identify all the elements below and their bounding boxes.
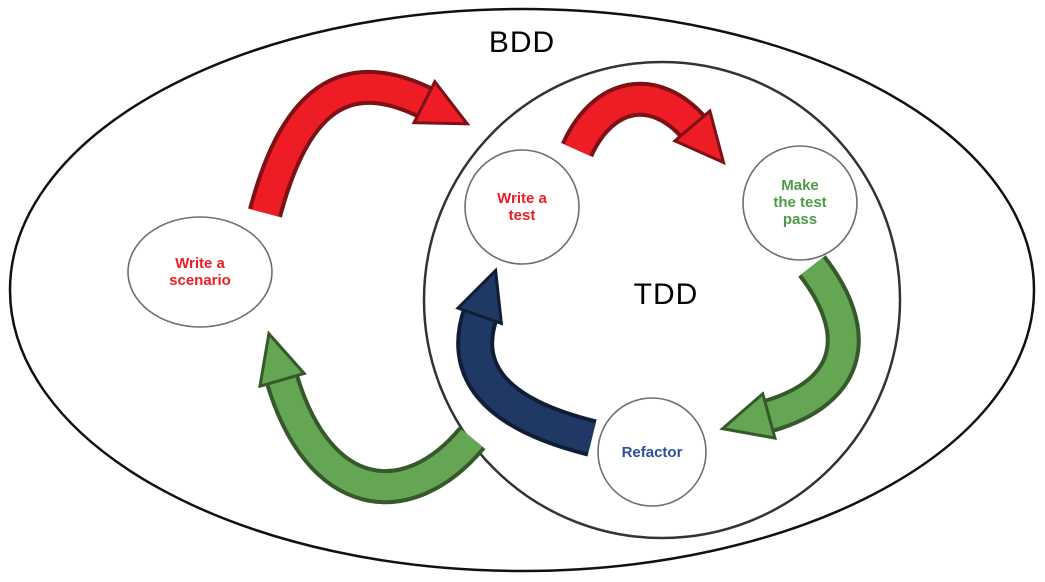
- node-circle-write-scenario: [127, 216, 273, 328]
- arrow-scenario-to-write-test: [248, 70, 471, 218]
- node-circle-make-test-pass: [742, 145, 858, 261]
- arrow-body: [251, 74, 471, 217]
- arrow-body: [455, 267, 596, 453]
- arrow-body: [719, 257, 857, 441]
- node-label-write-test: Write a test: [497, 190, 547, 224]
- node-label-write-scenario: Write a scenario: [169, 255, 231, 289]
- node-label-refactor: Refactor: [621, 444, 683, 461]
- tdd-label: TDD: [633, 278, 699, 311]
- arrow-body: [258, 330, 483, 501]
- arrow-write-test-to-make-pass: [561, 81, 726, 166]
- arrow-body: [564, 85, 726, 166]
- arrow-make-pass-to-refactor: [719, 255, 861, 441]
- arrow-refactor-to-write-test: [455, 267, 597, 457]
- node-label-make-test-pass: Make the test pass: [773, 177, 827, 228]
- bdd-label: BDD: [488, 26, 556, 59]
- node-circle-write-test: [464, 149, 580, 265]
- arrow-refactor-to-scenario: [258, 330, 486, 505]
- node-circle-refactor: [597, 397, 707, 507]
